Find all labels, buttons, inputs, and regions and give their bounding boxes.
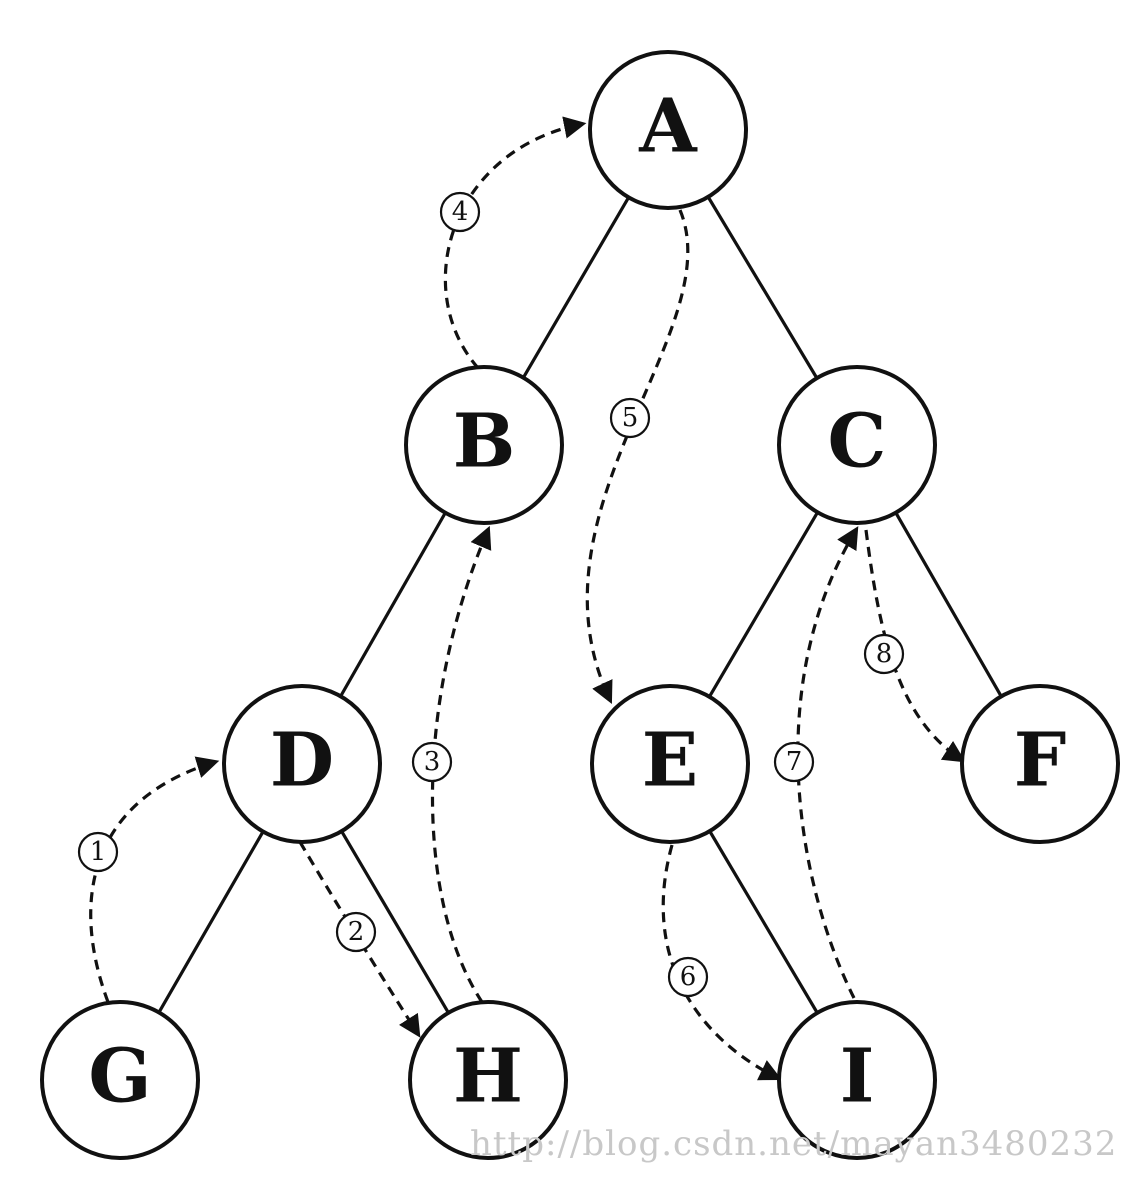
node-b: B bbox=[404, 365, 564, 525]
node-circle bbox=[408, 1000, 568, 1160]
step-label-8: 8 bbox=[863, 633, 905, 675]
node-e: E bbox=[590, 684, 750, 844]
step-circle bbox=[439, 191, 481, 233]
step-label-4: 4 bbox=[439, 191, 481, 233]
node-label: D bbox=[270, 718, 334, 804]
watermark-url: http://blog.csdn.net/mayan3480232 bbox=[470, 1124, 1118, 1164]
step-number: 8 bbox=[876, 639, 893, 669]
step-label-3: 3 bbox=[411, 741, 453, 783]
step-label-2: 2 bbox=[335, 911, 377, 953]
node-h: H bbox=[408, 1000, 568, 1160]
node-circle bbox=[590, 684, 750, 844]
node-d: D bbox=[222, 684, 382, 844]
step-number: 7 bbox=[786, 747, 803, 777]
tree-edges bbox=[157, 196, 1003, 1014]
edge-a-b bbox=[521, 196, 631, 379]
edge-c-f bbox=[894, 511, 1003, 698]
node-circle bbox=[777, 1000, 937, 1160]
node-circle bbox=[777, 365, 937, 525]
step-number: 5 bbox=[622, 403, 639, 433]
step-circle bbox=[609, 397, 651, 439]
traversal-paths bbox=[89, 116, 966, 1081]
node-label: B bbox=[453, 399, 516, 485]
edge-e-i bbox=[708, 830, 819, 1014]
node-label: H bbox=[453, 1034, 523, 1120]
step-number: 2 bbox=[348, 917, 365, 947]
traversal-arrow-1 bbox=[89, 756, 220, 1003]
node-label: C bbox=[828, 399, 887, 485]
node-circle bbox=[404, 365, 564, 525]
node-label: I bbox=[840, 1034, 875, 1120]
step-circle bbox=[863, 633, 905, 675]
step-circle bbox=[77, 831, 119, 873]
node-f: F bbox=[960, 684, 1120, 844]
traversal-arrow-4 bbox=[443, 116, 587, 370]
node-label: F bbox=[1014, 718, 1067, 804]
step-circle bbox=[667, 956, 709, 998]
node-g: G bbox=[40, 1000, 200, 1160]
step-label-5: 5 bbox=[609, 397, 651, 439]
node-label: A bbox=[638, 84, 698, 170]
node-circle bbox=[588, 50, 748, 210]
tree-nodes: A B C D E F G H I bbox=[40, 50, 1120, 1160]
edge-c-e bbox=[708, 511, 819, 698]
step-circle bbox=[411, 741, 453, 783]
step-labels: 1 2 3 4 5 6 7 8 bbox=[77, 191, 905, 998]
step-circle bbox=[773, 741, 815, 783]
step-circle bbox=[335, 911, 377, 953]
node-a: A bbox=[588, 50, 748, 210]
traversal-arrow-5 bbox=[585, 209, 690, 705]
edge-a-c bbox=[706, 196, 819, 379]
node-circle bbox=[40, 1000, 200, 1160]
edge-b-d bbox=[339, 511, 447, 698]
traversal-arrow-8 bbox=[864, 529, 966, 763]
step-number: 1 bbox=[90, 837, 107, 867]
traversal-arrow-3 bbox=[430, 525, 492, 1003]
traversal-arrow-6 bbox=[661, 844, 783, 1081]
node-circle bbox=[960, 684, 1120, 844]
step-number: 4 bbox=[452, 197, 469, 227]
edge-d-h bbox=[340, 830, 450, 1014]
step-label-1: 1 bbox=[77, 831, 119, 873]
node-circle bbox=[222, 684, 382, 844]
step-label-7: 7 bbox=[773, 741, 815, 783]
edge-d-g bbox=[157, 830, 265, 1014]
traversal-arrow-7 bbox=[796, 526, 859, 999]
node-label: E bbox=[642, 718, 698, 804]
step-number: 3 bbox=[424, 747, 441, 777]
node-i: I bbox=[777, 1000, 937, 1160]
node-c: C bbox=[777, 365, 937, 525]
node-label: G bbox=[88, 1034, 151, 1120]
step-label-6: 6 bbox=[667, 956, 709, 998]
step-number: 6 bbox=[680, 962, 697, 992]
